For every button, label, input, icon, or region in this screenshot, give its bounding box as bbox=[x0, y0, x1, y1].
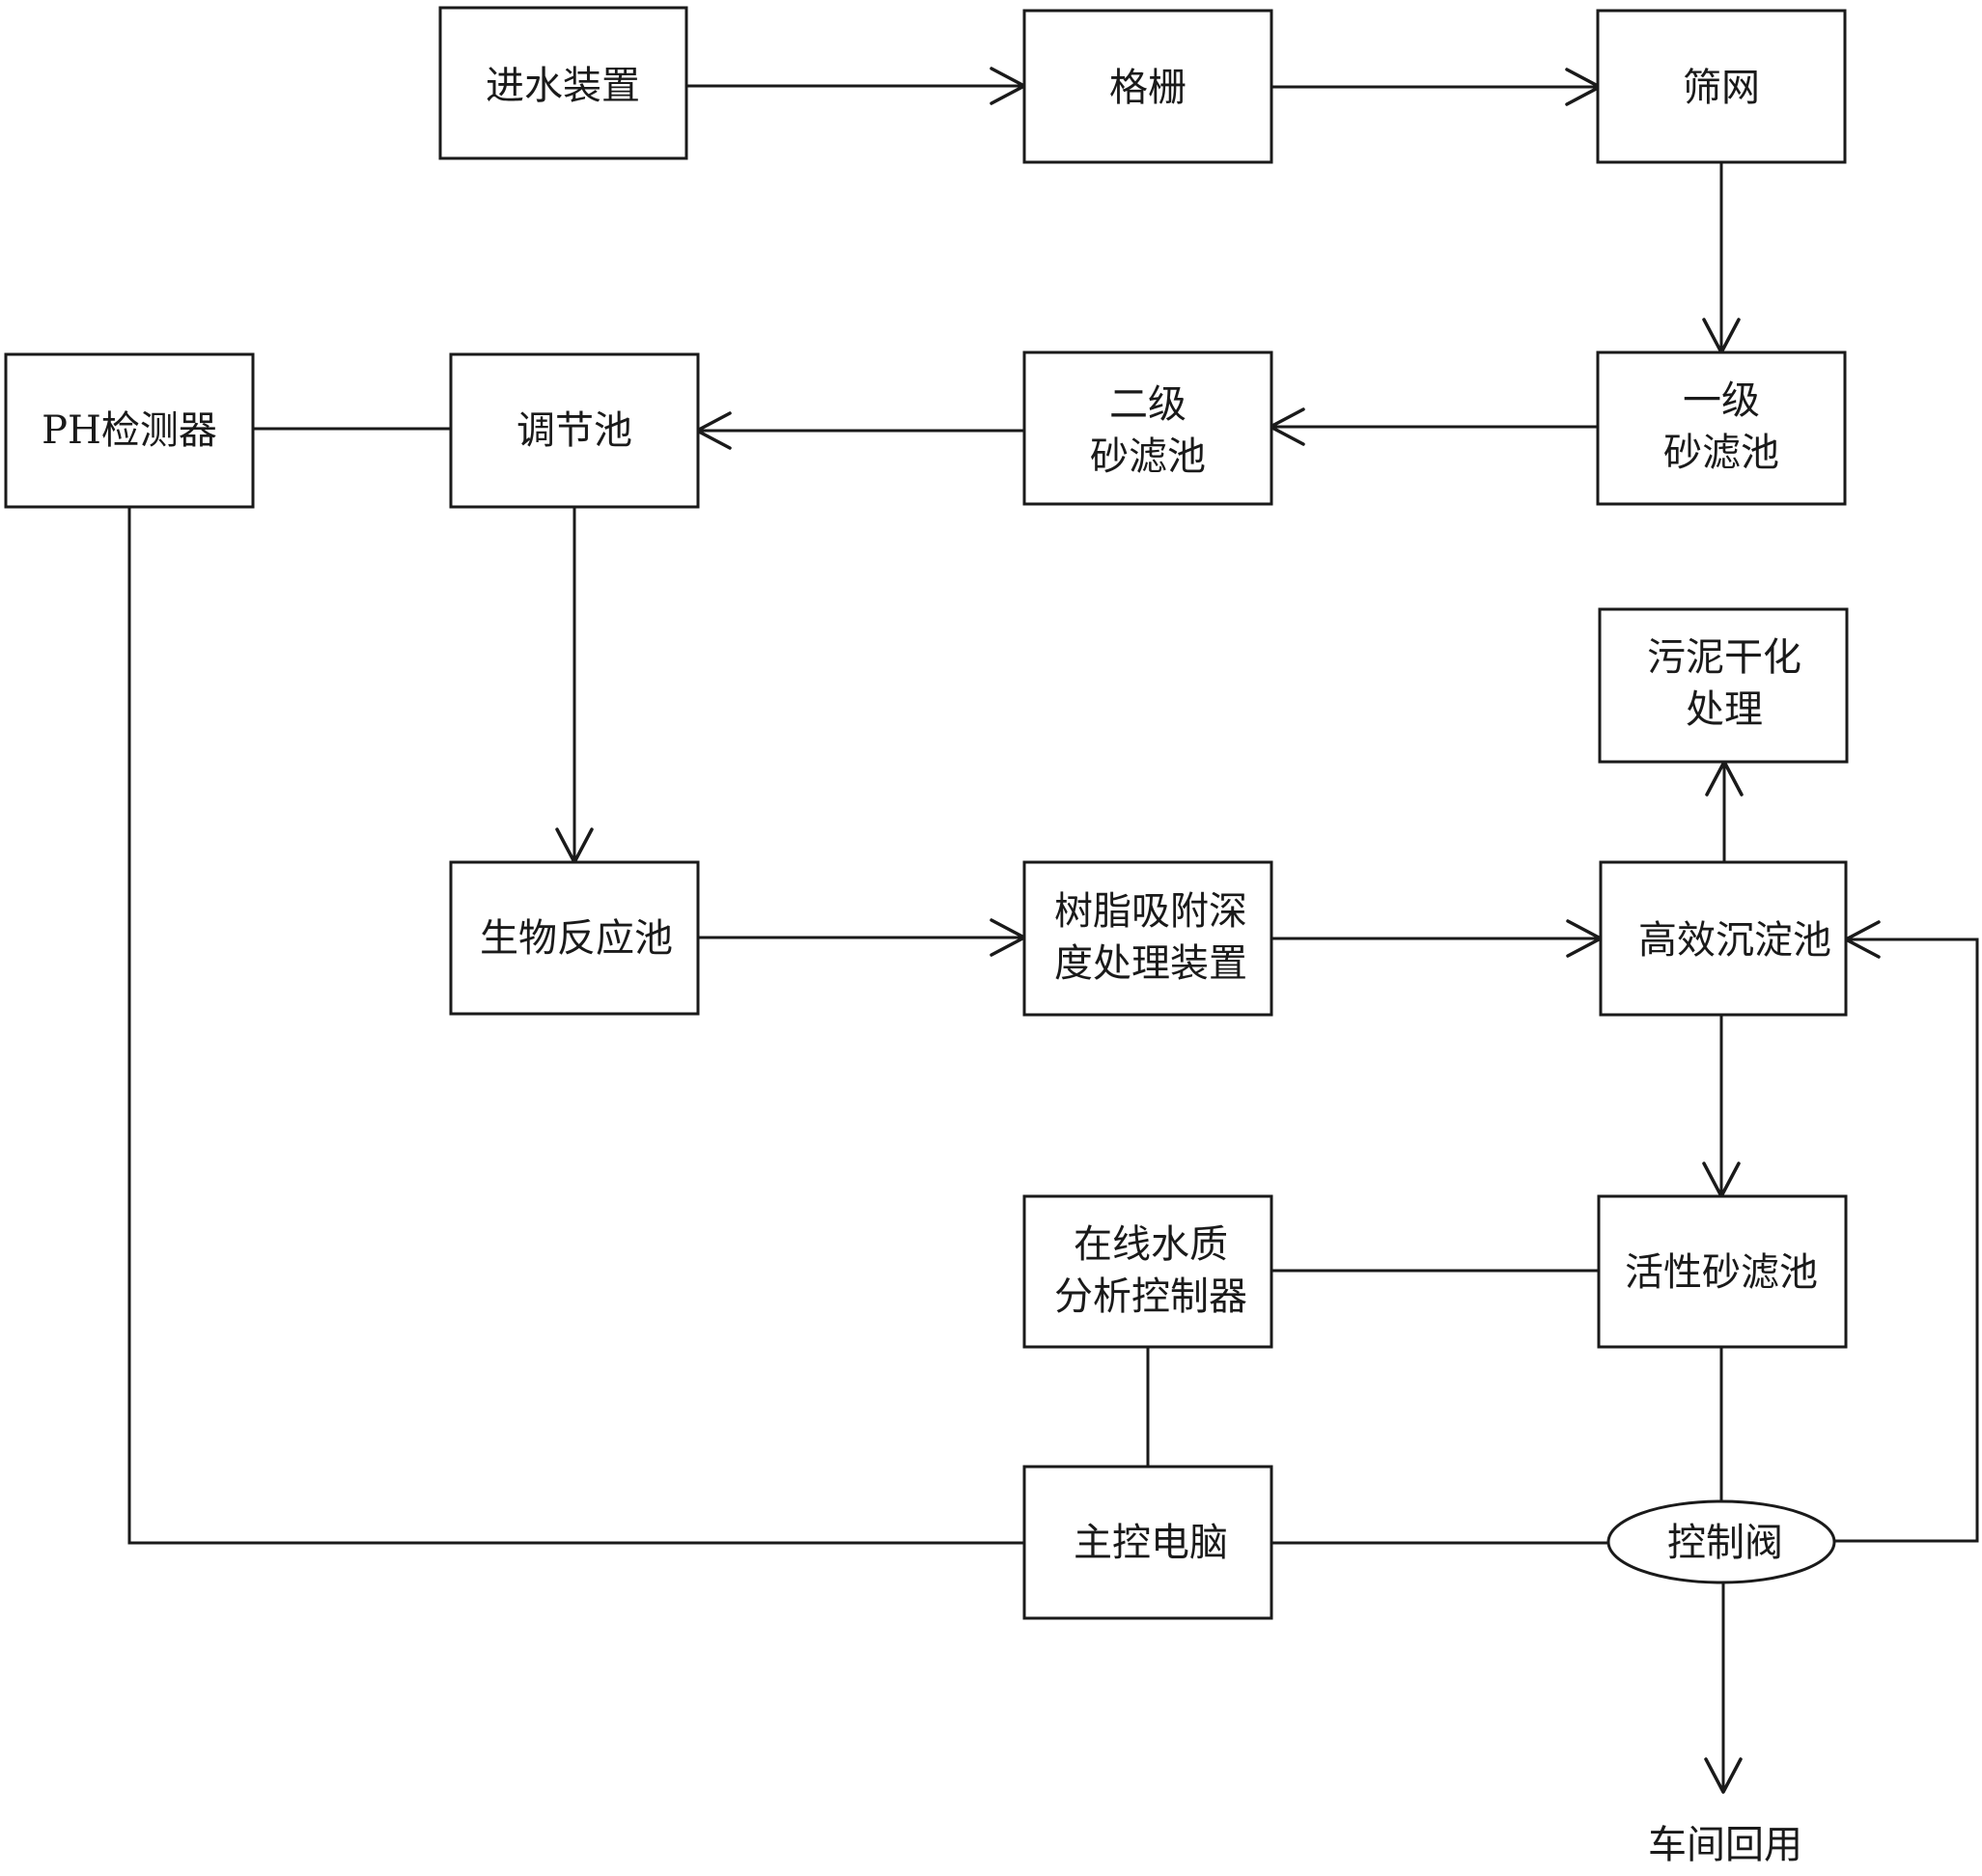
node-valve-label: 控制阀 bbox=[1667, 1521, 1783, 1565]
node-sand2-label-line1: 二级 bbox=[1109, 382, 1186, 427]
node-analyzer-label-line2: 分析控制器 bbox=[1054, 1274, 1247, 1319]
node-grille: 格栅 bbox=[1022, 9, 1273, 164]
node-screen-label: 筛网 bbox=[1683, 66, 1760, 110]
edge-regulate-bio bbox=[555, 507, 594, 864]
node-resin: 树脂吸附深 度处理装置 bbox=[1022, 860, 1273, 1017]
node-inlet-label: 进水装置 bbox=[486, 64, 640, 108]
node-sludge: 污泥干化 处理 bbox=[1598, 607, 1849, 764]
edge-ph-computer bbox=[127, 507, 1024, 1545]
node-active-sand-label: 活性砂滤池 bbox=[1625, 1250, 1818, 1295]
edge-valve-terminal bbox=[1704, 1583, 1743, 1794]
terminal-label: 车间回用 bbox=[1648, 1823, 1802, 1867]
node-bio: 生物反应池 bbox=[449, 860, 700, 1016]
edge-sediment-active-sand bbox=[1702, 1015, 1741, 1198]
node-sand1-label-line1: 一级 bbox=[1683, 378, 1760, 423]
node-resin-label-line1: 树脂吸附深 bbox=[1054, 889, 1247, 934]
edge-inlet-grille bbox=[686, 67, 1026, 105]
edge-sand1-sand2 bbox=[1269, 407, 1598, 446]
node-computer-label: 主控电脑 bbox=[1074, 1521, 1228, 1565]
edge-bio-resin bbox=[698, 918, 1026, 957]
edge-screen-sand1 bbox=[1702, 162, 1741, 354]
node-regulate-label: 调节池 bbox=[516, 408, 632, 453]
node-valve: 控制阀 bbox=[1606, 1499, 1836, 1584]
nodes: 进水装置 格栅 筛网 一级 砂滤池 二级 砂滤池 调节池 PH检测器 bbox=[4, 6, 1849, 1867]
node-ph: PH检测器 bbox=[4, 352, 255, 509]
node-analyzer-label-line1: 在线水质 bbox=[1074, 1222, 1228, 1267]
node-inlet: 进水装置 bbox=[438, 6, 688, 160]
node-sand1: 一级 砂滤池 bbox=[1596, 350, 1847, 506]
edge-valve-sediment bbox=[1834, 920, 1979, 1543]
edge-grille-screen bbox=[1271, 68, 1602, 106]
node-grille-label: 格栅 bbox=[1109, 66, 1186, 110]
edge-sand2-regulate bbox=[695, 411, 1024, 450]
node-sediment: 高效沉淀池 bbox=[1599, 860, 1848, 1017]
node-resin-label-line2: 度处理装置 bbox=[1054, 941, 1247, 986]
node-bio-label: 生物反应池 bbox=[480, 916, 673, 961]
node-computer: 主控电脑 bbox=[1022, 1465, 1273, 1620]
edge-sediment-sludge bbox=[1705, 760, 1744, 862]
node-analyzer: 在线水质 分析控制器 bbox=[1022, 1194, 1273, 1349]
node-sand2-label-line2: 砂滤池 bbox=[1090, 434, 1206, 479]
node-sand2: 二级 砂滤池 bbox=[1022, 350, 1273, 506]
node-sludge-label-line2: 处理 bbox=[1686, 687, 1763, 732]
node-sediment-label: 高效沉淀池 bbox=[1638, 918, 1831, 963]
node-ph-label: PH检测器 bbox=[42, 408, 217, 453]
node-screen: 筛网 bbox=[1596, 9, 1847, 164]
node-regulate: 调节池 bbox=[449, 352, 700, 509]
node-sludge-label-line1: 污泥干化 bbox=[1647, 635, 1801, 680]
node-active-sand: 活性砂滤池 bbox=[1597, 1194, 1848, 1349]
node-sand1-label-line2: 砂滤池 bbox=[1663, 431, 1779, 475]
edge-resin-sediment bbox=[1272, 919, 1603, 958]
